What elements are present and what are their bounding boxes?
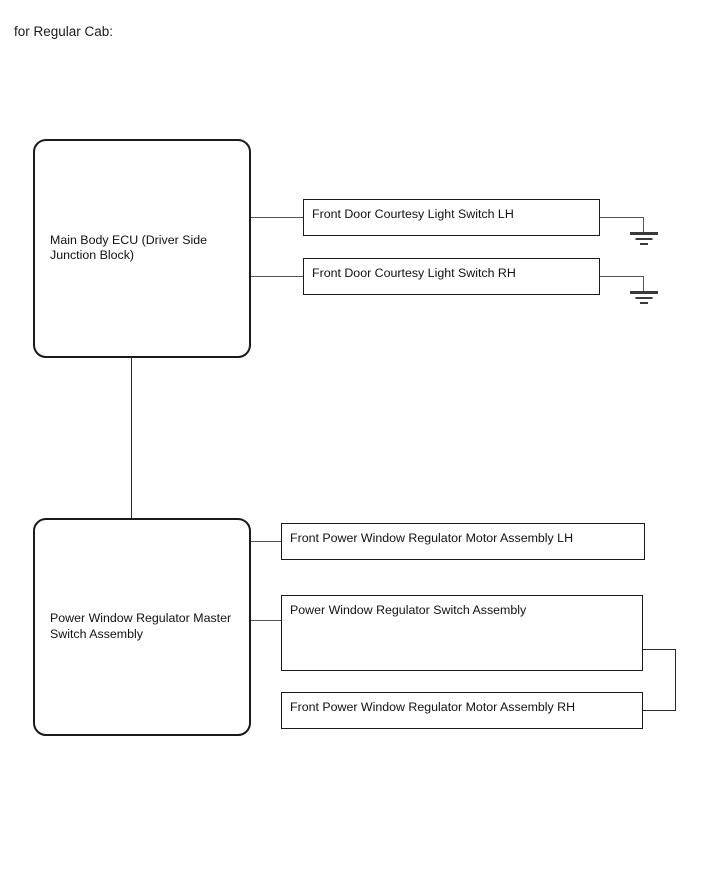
wire-courtesy-rh-to-ground-v — [643, 276, 644, 292]
node-front-door-courtesy-light-switch-rh[interactable]: Front Door Courtesy Light Switch RH — [303, 258, 600, 295]
wire-ecu-to-courtesy-rh — [251, 276, 303, 277]
wire-courtesy-lh-to-ground-v — [643, 217, 644, 233]
wire-master-to-motor-lh — [251, 541, 281, 542]
wire-regulator-switch-bracket-bottom — [643, 710, 675, 711]
wire-courtesy-rh-to-ground-h — [600, 276, 643, 277]
node-power-window-regulator-master-switch-assembly-label: Power Window Regulator Master Switch Ass… — [50, 611, 232, 641]
node-front-door-courtesy-light-switch-lh-label: Front Door Courtesy Light Switch LH — [312, 207, 514, 221]
node-main-body-ecu[interactable]: Main Body ECU (Driver Side Junction Bloc… — [33, 139, 251, 358]
node-power-window-regulator-switch-assembly-label: Power Window Regulator Switch Assembly — [290, 603, 527, 617]
wire-regulator-switch-bracket-side — [675, 649, 676, 711]
wire-regulator-switch-bracket-top — [643, 649, 675, 650]
wire-master-to-regulator-switch — [251, 620, 281, 621]
node-power-window-regulator-master-switch-assembly[interactable]: Power Window Regulator Master Switch Ass… — [33, 518, 251, 736]
node-front-power-window-regulator-motor-assembly-lh[interactable]: Front Power Window Regulator Motor Assem… — [281, 523, 645, 560]
ground-icon-courtesy-lh — [629, 232, 659, 248]
wire-ecu-to-courtesy-lh — [251, 217, 303, 218]
ground-icon-courtesy-rh — [629, 291, 659, 307]
node-power-window-regulator-switch-assembly[interactable]: Power Window Regulator Switch Assembly — [281, 595, 643, 671]
node-front-power-window-regulator-motor-assembly-lh-label: Front Power Window Regulator Motor Assem… — [290, 531, 574, 545]
wire-courtesy-lh-to-ground-h — [600, 217, 643, 218]
node-front-door-courtesy-light-switch-rh-label: Front Door Courtesy Light Switch RH — [312, 266, 516, 280]
node-front-power-window-regulator-motor-assembly-rh-label: Front Power Window Regulator Motor Assem… — [290, 700, 576, 714]
node-main-body-ecu-label: Main Body ECU (Driver Side Junction Bloc… — [50, 232, 207, 263]
diagram-caption: for Regular Cab: — [14, 24, 114, 39]
wire-ecu-to-master-switch — [131, 357, 132, 519]
node-front-power-window-regulator-motor-assembly-rh[interactable]: Front Power Window Regulator Motor Assem… — [281, 692, 643, 729]
node-front-door-courtesy-light-switch-lh[interactable]: Front Door Courtesy Light Switch LH — [303, 199, 600, 236]
